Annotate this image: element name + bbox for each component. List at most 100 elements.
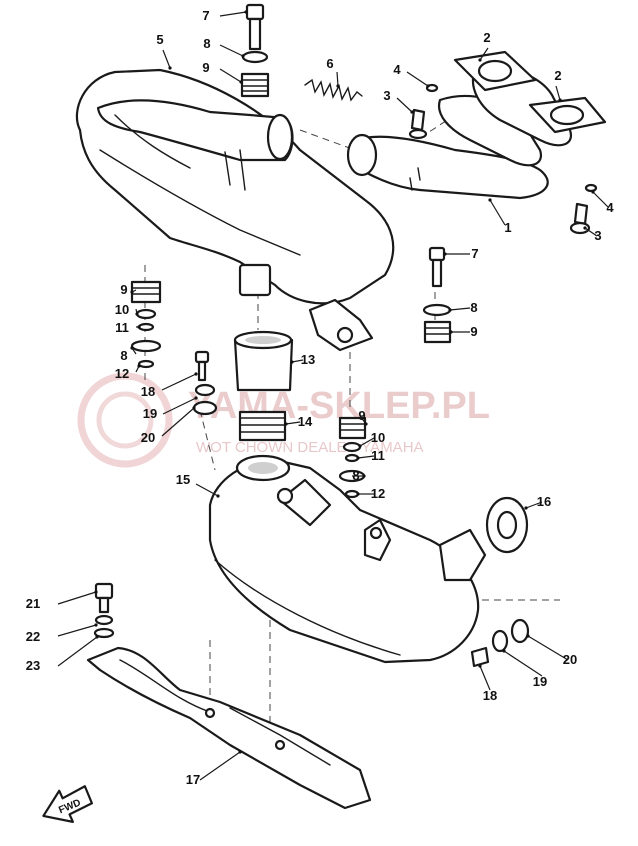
callout-number-21: 21	[26, 596, 40, 611]
callout-leader-6	[336, 71, 339, 87]
callout-leader-18	[161, 373, 197, 391]
callout-number-14: 14	[298, 414, 313, 429]
callout-arrowhead-8	[241, 54, 245, 58]
callout-number-2: 2	[483, 30, 490, 45]
callout-leader-8	[219, 44, 244, 57]
top-mount-fasteners	[240, 3, 270, 98]
callout-arrowhead-18	[194, 372, 198, 376]
callout-leader-22	[57, 624, 97, 637]
callout-number-8: 8	[352, 468, 359, 483]
callout-leader-3	[396, 97, 413, 113]
callout-arrowhead-7	[443, 252, 447, 256]
callout-number-4: 4	[393, 62, 401, 77]
callout-number-16: 16	[537, 494, 551, 509]
callout-leader-7	[219, 11, 247, 17]
callout-arrowhead-10	[135, 312, 139, 316]
callout-arrowhead-12	[137, 364, 141, 368]
callout-arrowhead-20	[192, 406, 196, 410]
callout-number-9: 9	[470, 324, 477, 339]
callout-arrowhead-1	[488, 198, 492, 202]
callout-number-10: 10	[371, 430, 385, 445]
callout-number-7: 7	[202, 8, 209, 23]
gasket-14	[238, 410, 287, 442]
callout-number-8: 8	[203, 36, 210, 51]
callout-number-3: 3	[383, 88, 390, 103]
callout-arrowhead-4	[591, 190, 595, 194]
callout-leader-5	[162, 49, 171, 69]
callout-leader-3	[584, 227, 598, 237]
watermark-logo	[77, 372, 173, 468]
callout-leader-20	[161, 407, 195, 437]
callout-leader-19	[503, 650, 543, 677]
connector-pipe-13	[233, 330, 294, 392]
callout-number-11: 11	[371, 448, 385, 463]
callout-number-15: 15	[176, 472, 190, 487]
callout-arrowhead-23	[95, 635, 99, 639]
callout-leader-11	[357, 455, 375, 459]
grommet-16	[485, 496, 529, 554]
callout-number-8: 8	[470, 300, 477, 315]
callout-number-12: 12	[371, 486, 385, 501]
callout-number-6: 6	[326, 56, 333, 71]
callout-number-20: 20	[563, 652, 577, 667]
callout-number-18: 18	[483, 688, 497, 703]
callout-number-20: 20	[141, 430, 155, 445]
callout-number-17: 17	[186, 772, 200, 787]
callout-arrowhead-8	[130, 346, 134, 350]
callout-arrowhead-11	[356, 456, 360, 460]
callout-arrowhead-9	[130, 290, 134, 294]
callout-number-7: 7	[471, 246, 478, 261]
part-callouts: 1223344567788889999101011111212131415161…	[26, 8, 615, 787]
callout-leader-21	[57, 591, 97, 605]
callout-leader-19	[162, 397, 197, 415]
callout-arrowhead-15	[216, 494, 220, 498]
callout-number-13: 13	[301, 352, 315, 367]
callout-arrowhead-20	[526, 634, 530, 638]
callout-arrowhead-8	[448, 308, 452, 312]
callout-number-9: 9	[120, 282, 127, 297]
callout-arrowhead-3	[410, 110, 414, 114]
right-upper-fasteners	[422, 246, 452, 344]
callout-arrowhead-9	[364, 422, 368, 426]
callout-leader-8	[449, 307, 471, 311]
callout-arrowhead-19	[194, 396, 198, 400]
callout-number-9: 9	[358, 408, 365, 423]
callout-arrowhead-8	[362, 474, 366, 478]
callout-leader-4	[592, 191, 609, 208]
lower-right-bolt-set	[470, 618, 530, 668]
callout-leader-18	[479, 665, 491, 691]
callout-arrowhead-12	[356, 492, 360, 496]
watermark-tagline: WOT CHOWN DEALER YAMAHA	[196, 439, 424, 456]
callout-arrowhead-2	[478, 58, 482, 62]
upper-muffler-chamber	[75, 68, 395, 352]
callout-number-12: 12	[115, 366, 129, 381]
callout-arrowhead-21	[94, 590, 98, 594]
callout-leader-2	[555, 85, 561, 101]
callout-arrowhead-17	[238, 750, 242, 754]
gaskets-2	[453, 50, 607, 134]
callout-number-19: 19	[143, 406, 157, 421]
callout-arrowhead-18	[478, 664, 482, 668]
callout-leader-13	[291, 359, 304, 363]
callout-arrowhead-14	[284, 422, 288, 426]
callout-number-10: 10	[115, 302, 129, 317]
callout-number-23: 23	[26, 658, 40, 673]
callout-leader-16	[525, 501, 543, 509]
callout-arrowhead-6	[336, 84, 340, 88]
callout-leader-23	[57, 636, 98, 667]
callout-leader-20	[527, 635, 569, 661]
callout-number-8: 8	[120, 348, 127, 363]
callout-leader-9	[359, 415, 367, 425]
exhaust-pipe-1	[346, 66, 573, 200]
callout-arrowhead-22	[94, 623, 98, 627]
callout-number-2: 2	[554, 68, 561, 83]
callout-number-1: 1	[504, 220, 511, 235]
callout-leader-10	[359, 437, 375, 447]
callout-leader-1	[489, 199, 506, 226]
callout-arrowhead-9	[239, 80, 243, 84]
callout-arrowhead-7	[244, 10, 248, 14]
callout-arrowhead-9	[449, 330, 453, 334]
callout-arrowhead-4	[426, 84, 430, 88]
